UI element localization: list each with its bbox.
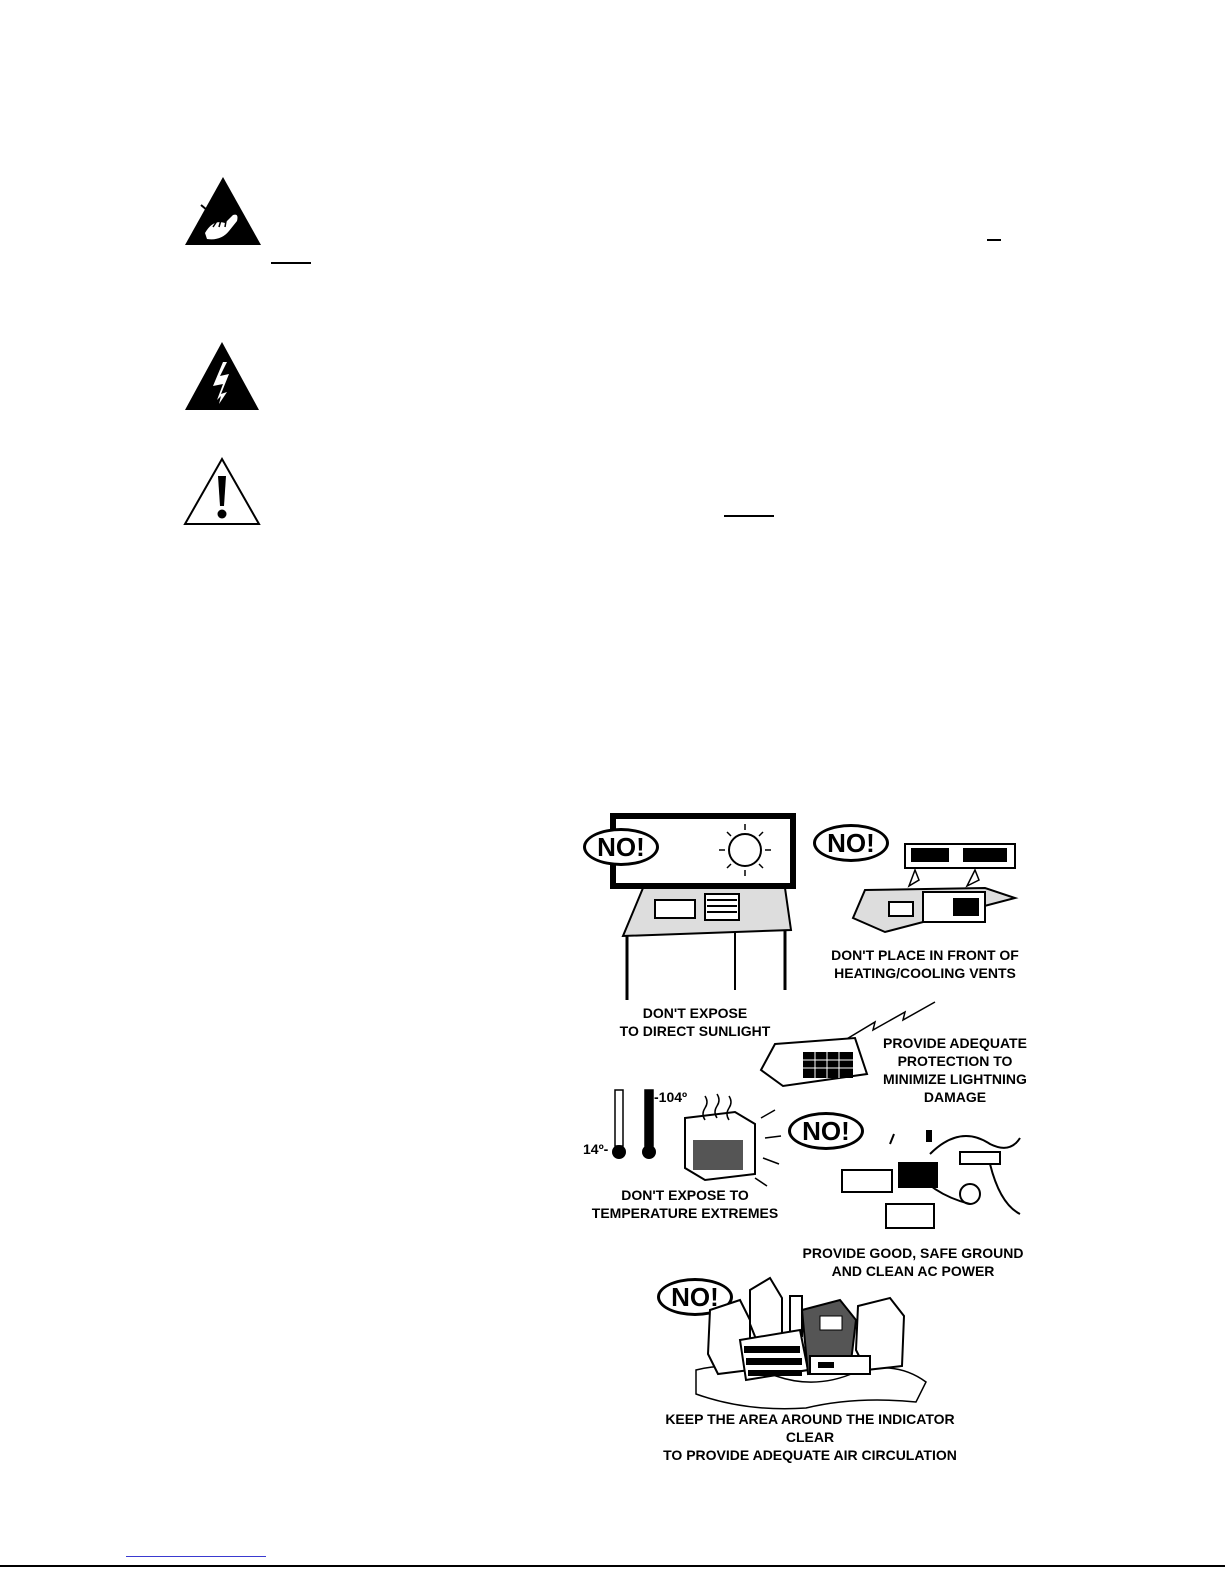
caption-air-line-1: KEEP THE AREA AROUND THE INDICATOR <box>665 1411 955 1427</box>
lightning-illustration <box>755 1000 955 1115</box>
caption-lightning-line-1: PROVIDE ADEQUATE <box>883 1035 1027 1051</box>
caption-temperature: DON'T EXPOSE TO TEMPERATURE EXTREMES <box>585 1186 785 1222</box>
caption-temperature-line-2: TEMPERATURE EXTREMES <box>591 1205 779 1221</box>
esd-warning-icon <box>183 175 263 247</box>
caption-ground-line-1: PROVIDE GOOD, SAFE GROUND <box>802 1245 1024 1261</box>
footer-rule <box>0 1565 1225 1567</box>
caption-ground: PROVIDE GOOD, SAFE GROUND AND CLEAN AC P… <box>798 1244 1028 1280</box>
caption-vents-line-2: HEATING/COOLING VENTS <box>834 965 1016 981</box>
caption-air-line-2: CLEAR <box>785 1429 835 1445</box>
caption-lightning-line-2: PROTECTION TO <box>897 1053 1013 1069</box>
thermometer-high-label: -104º <box>654 1089 688 1105</box>
temperature-illustration <box>605 1088 795 1193</box>
caution-exclamation-icon <box>182 456 262 528</box>
vents-illustration <box>845 840 1025 945</box>
no-badge-air: NO! <box>657 1278 733 1316</box>
caption-vents: DON'T PLACE IN FRONT OF HEATING/COOLING … <box>820 946 1030 982</box>
caption-air: KEEP THE AREA AROUND THE INDICATOR CLEAR… <box>630 1410 990 1464</box>
caption-ground-line-2: AND CLEAN AC POWER <box>831 1263 995 1279</box>
caption-lightning-line-4: DAMAGE <box>923 1089 987 1105</box>
esd-underline-left <box>271 262 311 264</box>
no-badge-vents: NO! <box>813 824 889 862</box>
footer-link-rule <box>126 1556 266 1557</box>
thermometer-low-label: 14º- <box>583 1141 609 1157</box>
caption-temperature-line-1: DON'T EXPOSE TO <box>621 1187 749 1203</box>
caption-sunlight: DON'T EXPOSE TO DIRECT SUNLIGHT <box>600 1004 790 1040</box>
no-badge-ground: NO! <box>788 1112 864 1150</box>
esd-underline-right <box>987 239 1001 241</box>
caption-air-line-3: TO PROVIDE ADEQUATE AIR CIRCULATION <box>663 1447 957 1463</box>
air-circulation-illustration <box>690 1270 930 1415</box>
caution-underline <box>724 515 774 517</box>
ground-power-illustration <box>820 1124 1030 1239</box>
caption-lightning: PROVIDE ADEQUATE PROTECTION TO MINIMIZE … <box>880 1034 1030 1106</box>
electric-shock-warning-icon <box>183 340 261 412</box>
caption-lightning-line-3: MINIMIZE LIGHTNING <box>883 1071 1027 1087</box>
caption-sunlight-line-1: DON'T EXPOSE <box>642 1005 748 1021</box>
caption-vents-line-1: DON'T PLACE IN FRONT OF <box>831 947 1019 963</box>
caption-sunlight-line-2: TO DIRECT SUNLIGHT <box>619 1023 771 1039</box>
no-badge-sunlight: NO! <box>583 828 659 866</box>
